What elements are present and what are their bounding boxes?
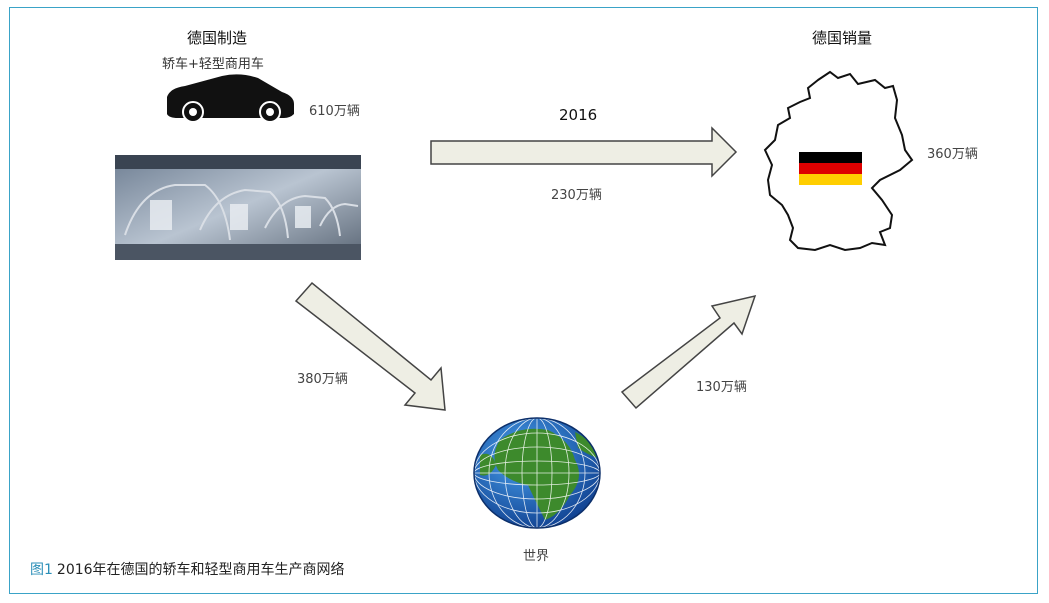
sales-value: 360万辆: [927, 147, 978, 162]
world-label: 世界: [523, 549, 550, 564]
import-flow-value: 130万辆: [696, 380, 747, 395]
domestic-flow-value: 230万辆: [551, 188, 602, 203]
arrow-export: [294, 281, 446, 411]
figure-label: 图1: [30, 562, 53, 578]
arrow-domestic: [430, 126, 738, 178]
export-flow-value: 380万辆: [297, 372, 348, 387]
source-title: 德国制造: [187, 29, 248, 47]
caption-text: 2016年在德国的轿车和轻型商用车生产商网络: [56, 562, 345, 578]
figure-frame: [9, 7, 1038, 594]
flow-year: 2016: [559, 106, 598, 124]
source-subtitle: 轿车+轻型商用车: [162, 57, 264, 72]
arrow-import: [620, 294, 757, 410]
car-assembly-line-photo: [115, 155, 361, 260]
germany-flag-icon: [799, 152, 862, 185]
destination-title: 德国销量: [812, 29, 873, 47]
car-silhouette-icon: [167, 74, 294, 123]
production-value: 610万辆: [309, 104, 360, 119]
globe-icon: [473, 417, 601, 529]
